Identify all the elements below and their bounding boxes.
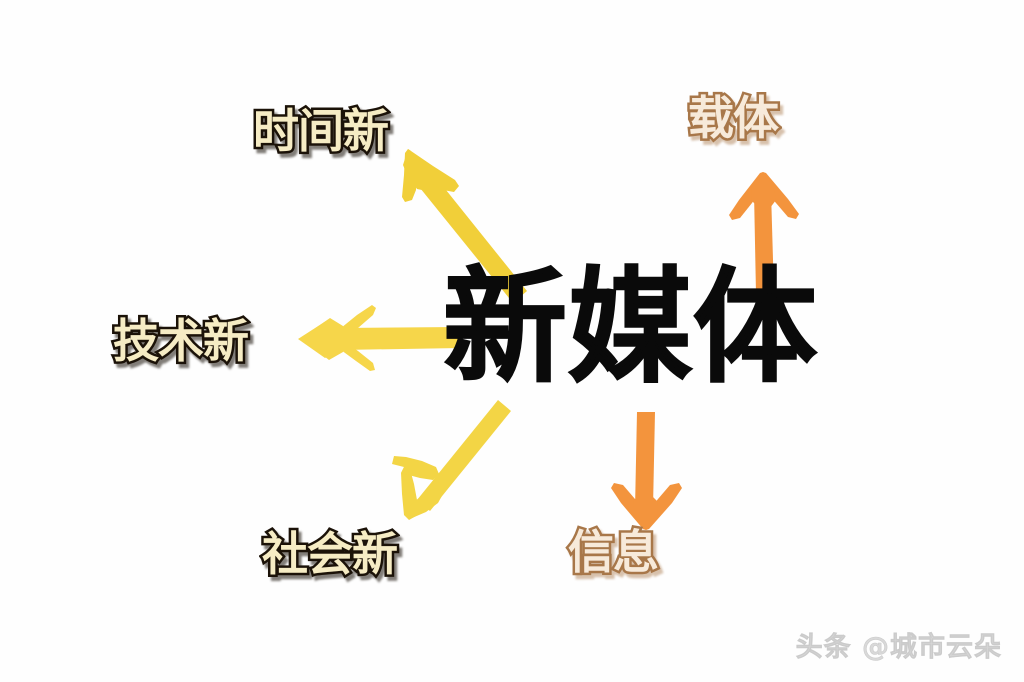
arrow-to-society-new [392,398,522,528]
node-society-new-label: 社会新 [260,525,401,584]
arrow-to-tech-new [296,304,461,376]
node-information-label: 信息 [566,523,662,582]
node-time-new-label: 时间新 [251,102,392,161]
node-society-new[interactable]: 社会新 [260,518,401,584]
watermark: 头条 @城市云朵 [795,632,1002,664]
node-tech-new[interactable]: 技术新 [111,305,252,371]
page-title: 新媒体 [442,256,819,400]
node-time-new[interactable]: 时间新 [251,95,392,161]
node-information[interactable]: 信息 [566,516,662,582]
arrow-to-information [602,412,694,532]
node-tech-new-label: 技术新 [111,312,252,371]
node-carrier[interactable]: 载体 [686,82,782,148]
node-carrier-label: 载体 [686,89,782,148]
